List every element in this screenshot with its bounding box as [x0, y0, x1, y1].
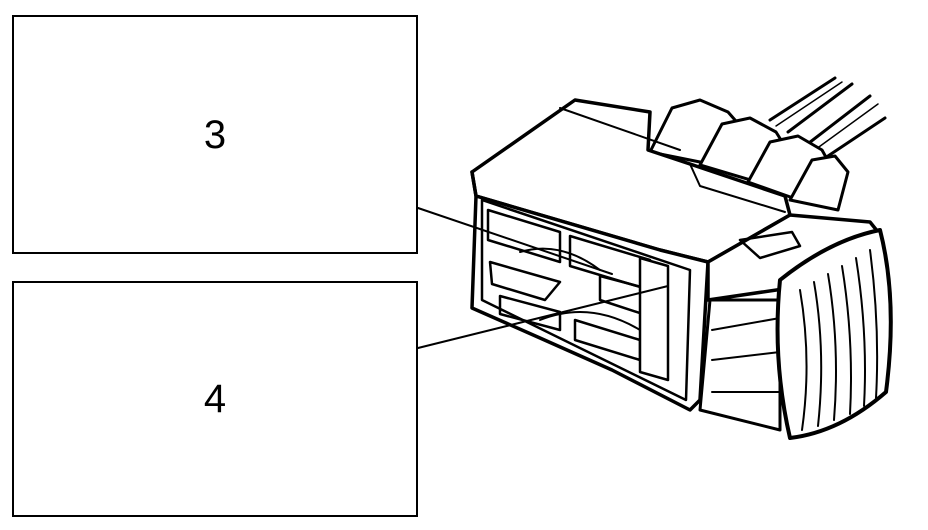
leader-line-4: [417, 285, 669, 349]
wire-bundle: [768, 76, 887, 162]
callout-box-3: 3: [12, 15, 418, 254]
wire-seal: [648, 98, 850, 212]
callout-box-4: 4: [12, 281, 418, 517]
callout-number-3: 3: [203, 112, 227, 157]
callout-number-4: 4: [203, 377, 227, 421]
lever-grip-ribs: [799, 249, 879, 431]
leader-line-3: [417, 207, 613, 275]
